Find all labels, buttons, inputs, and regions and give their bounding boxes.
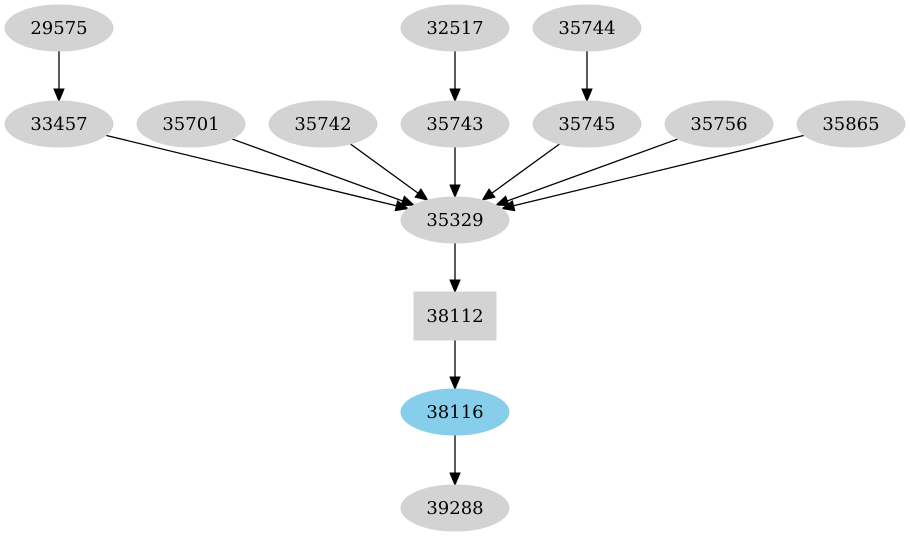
node-38116[interactable]: 38116 bbox=[400, 388, 510, 436]
node-ellipse bbox=[796, 100, 906, 148]
edge-line bbox=[491, 143, 561, 194]
node-ellipse bbox=[532, 4, 642, 52]
edge-line bbox=[507, 138, 679, 202]
node-ellipse-highlighted bbox=[400, 388, 510, 436]
arrowhead bbox=[449, 376, 461, 391]
edges-layer bbox=[53, 51, 805, 487]
node-32517[interactable]: 32517 bbox=[400, 4, 510, 52]
node-ellipse bbox=[400, 196, 510, 244]
edge-35756-to-35329 bbox=[494, 138, 679, 207]
edge-line bbox=[349, 143, 419, 194]
node-33457[interactable]: 33457 bbox=[4, 100, 114, 148]
edge-38112-to-38116 bbox=[449, 340, 461, 391]
arrowhead bbox=[53, 88, 65, 103]
node-35744[interactable]: 35744 bbox=[532, 4, 642, 52]
node-box bbox=[413, 291, 497, 341]
arrowhead bbox=[400, 195, 416, 207]
nodes-layer: 29575 32517 35744 33457 35701 35742 35743 35745… bbox=[4, 4, 906, 532]
edge-32517-to-35743 bbox=[449, 51, 461, 103]
node-35756[interactable]: 35756 bbox=[664, 100, 774, 148]
node-35743[interactable]: 35743 bbox=[400, 100, 510, 148]
node-label: 29575 bbox=[30, 18, 87, 39]
node-35865[interactable]: 35865 bbox=[796, 100, 906, 148]
node-38112[interactable]: 38112 bbox=[413, 291, 497, 341]
edge-line bbox=[513, 134, 805, 207]
node-label: 35865 bbox=[822, 114, 879, 135]
node-label: 35745 bbox=[558, 114, 615, 135]
node-ellipse bbox=[4, 4, 114, 52]
node-ellipse bbox=[268, 100, 378, 148]
node-ellipse bbox=[4, 100, 114, 148]
node-label: 38112 bbox=[426, 306, 483, 327]
arrowhead bbox=[500, 200, 516, 212]
node-label: 35756 bbox=[690, 114, 747, 135]
node-29575[interactable]: 29575 bbox=[4, 4, 114, 52]
edge-line bbox=[231, 138, 403, 202]
node-label: 38116 bbox=[426, 402, 483, 423]
node-ellipse bbox=[664, 100, 774, 148]
node-label: 32517 bbox=[426, 18, 483, 39]
edge-35329-to-38112 bbox=[449, 243, 461, 294]
node-label: 35701 bbox=[162, 114, 219, 135]
node-label: 39288 bbox=[426, 498, 483, 519]
edge-35745-to-35329 bbox=[481, 143, 561, 201]
node-ellipse bbox=[400, 4, 510, 52]
node-ellipse bbox=[400, 100, 510, 148]
edge-35701-to-35329 bbox=[231, 138, 416, 207]
node-label: 33457 bbox=[30, 114, 87, 135]
edge-35744-to-35745 bbox=[581, 51, 593, 103]
arrowhead bbox=[481, 188, 496, 201]
edge-35743-to-35329 bbox=[449, 147, 461, 199]
edge-35865-to-35329 bbox=[500, 134, 805, 212]
node-label: 35329 bbox=[426, 210, 483, 231]
node-35329[interactable]: 35329 bbox=[400, 196, 510, 244]
edge-line bbox=[105, 134, 397, 207]
arrowhead bbox=[581, 88, 593, 103]
arrowhead bbox=[449, 88, 461, 103]
arrowhead bbox=[494, 195, 510, 207]
edge-35742-to-35329 bbox=[349, 143, 429, 201]
node-ellipse bbox=[532, 100, 642, 148]
arrowhead bbox=[449, 184, 461, 199]
node-35701[interactable]: 35701 bbox=[136, 100, 246, 148]
arrowhead bbox=[449, 472, 461, 487]
node-label: 35744 bbox=[558, 18, 615, 39]
node-ellipse bbox=[400, 484, 510, 532]
node-label: 35742 bbox=[294, 114, 351, 135]
edge-29575-to-33457 bbox=[53, 51, 65, 103]
node-39288[interactable]: 39288 bbox=[400, 484, 510, 532]
node-ellipse bbox=[136, 100, 246, 148]
edge-38116-to-39288 bbox=[449, 435, 461, 487]
edge-33457-to-35329 bbox=[105, 134, 410, 212]
arrowhead bbox=[414, 188, 429, 201]
node-label: 35743 bbox=[426, 114, 483, 135]
node-35745[interactable]: 35745 bbox=[532, 100, 642, 148]
arrowhead bbox=[449, 279, 461, 294]
node-35742[interactable]: 35742 bbox=[268, 100, 378, 148]
